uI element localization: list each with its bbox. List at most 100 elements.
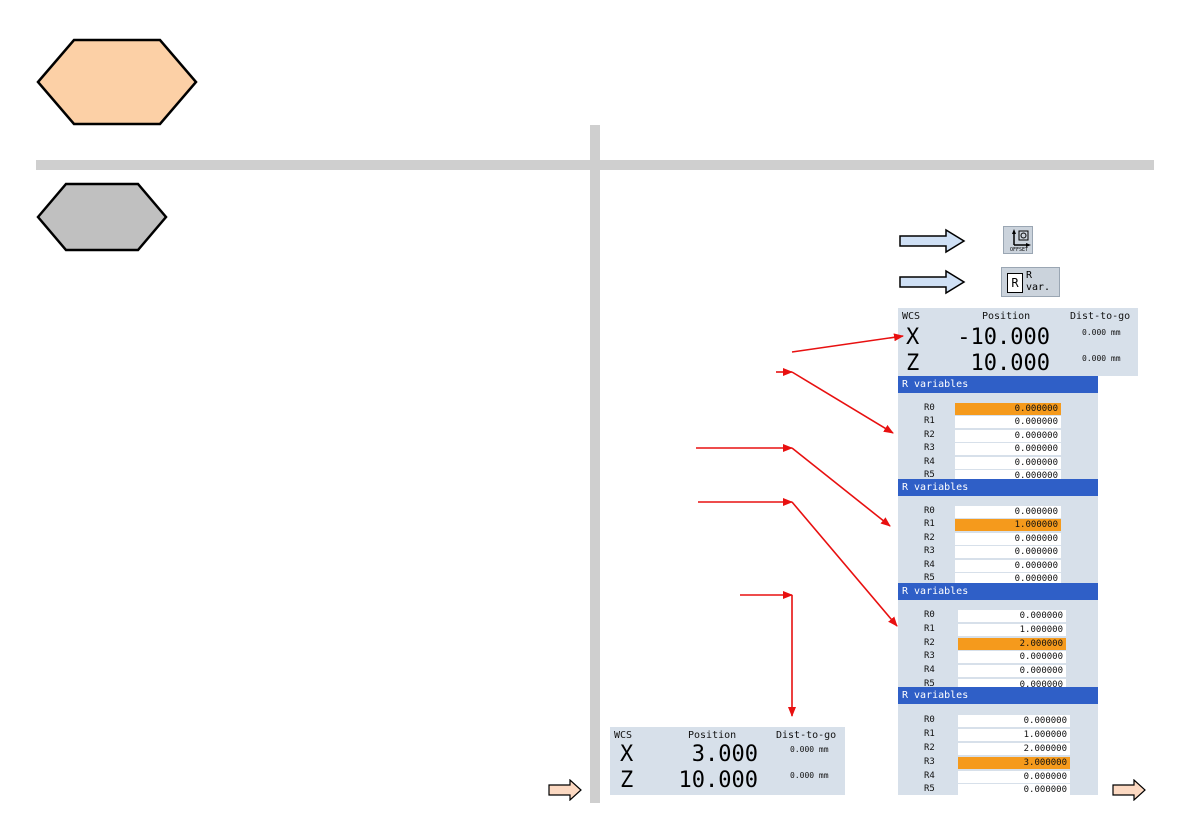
- r-variable-value[interactable]: 0.000000: [955, 560, 1061, 572]
- r-variable-row[interactable]: R4 0.000000: [898, 664, 1098, 678]
- r-variables-title: R variables: [898, 583, 1098, 600]
- r-variable-value[interactable]: 0.000000: [955, 416, 1061, 428]
- r-variable-label: R0: [924, 610, 935, 620]
- r-variable-label: R0: [924, 403, 935, 413]
- axis-label-x: X: [620, 742, 634, 767]
- r-variable-value[interactable]: 0.000000: [955, 443, 1061, 455]
- axis-label-x: X: [906, 325, 920, 350]
- r-variable-value[interactable]: 1.000000: [958, 729, 1070, 741]
- dist-to-go-header: Dist-to-go: [776, 730, 837, 741]
- r-variable-value[interactable]: 0.000000: [955, 573, 1061, 585]
- r-variable-row[interactable]: R0 0.000000: [898, 402, 1098, 416]
- r-variable-label: R5: [924, 573, 935, 583]
- r-variables-title: R variables: [898, 479, 1098, 496]
- r-variable-value[interactable]: 0.000000: [958, 771, 1070, 783]
- offset-icon: [1012, 229, 1031, 247]
- r-variable-value[interactable]: 0.000000: [955, 430, 1061, 442]
- r-variable-row[interactable]: R3 0.000000: [898, 545, 1098, 559]
- r-variable-row[interactable]: R4 0.000000: [898, 456, 1098, 470]
- dist-to-go-z: 0.000 mm: [1082, 354, 1121, 363]
- offset-button[interactable]: OFFSET: [1003, 226, 1033, 254]
- r-variable-label: R4: [924, 457, 935, 467]
- annotation-arrow-3b: [791, 501, 898, 627]
- block-arrow-offset: [899, 228, 966, 254]
- r-variable-row[interactable]: R0 0.000000: [898, 714, 1098, 728]
- r-variable-value[interactable]: 0.000000: [958, 665, 1066, 677]
- r-variables-icon: R: [1007, 273, 1023, 293]
- next-arrow-left[interactable]: [548, 779, 582, 801]
- r-variables-title: R variables: [898, 376, 1098, 393]
- r-variable-label: R3: [924, 651, 935, 661]
- r-variable-row[interactable]: R3 0.000000: [898, 650, 1098, 664]
- r-variable-value[interactable]: 2.000000: [958, 638, 1066, 650]
- r-variable-value[interactable]: 0.000000: [955, 546, 1061, 558]
- r-variable-value[interactable]: 0.000000: [955, 403, 1061, 415]
- r-variable-label: R0: [924, 715, 935, 725]
- r-variable-label: R1: [924, 416, 935, 426]
- offset-label: OFFSET: [1009, 247, 1029, 253]
- dist-to-go-header: Dist-to-go: [1070, 311, 1131, 322]
- r-variable-label: R2: [924, 430, 935, 440]
- r-variable-label: R4: [924, 771, 935, 781]
- axis-label-z: Z: [906, 351, 920, 376]
- r-variable-value[interactable]: 1.000000: [955, 519, 1061, 531]
- r-variable-value[interactable]: 3.000000: [958, 757, 1070, 769]
- position-display-bottom: WCS Position Dist-to-go X 3.000 0.000 mm…: [610, 727, 845, 795]
- rvar-label-top: R: [1026, 270, 1033, 281]
- vertical-divider: [590, 125, 600, 803]
- r-variable-row[interactable]: R5 0.000000: [898, 783, 1098, 797]
- r-variable-value[interactable]: 0.000000: [955, 533, 1061, 545]
- r-variable-label: R4: [924, 665, 935, 675]
- position-value-x: -10.000: [957, 325, 1050, 350]
- position-value-z: 10.000: [970, 351, 1050, 376]
- r-variable-row[interactable]: R2 0.000000: [898, 429, 1098, 443]
- r-variable-value[interactable]: 0.000000: [955, 457, 1061, 469]
- r-variable-label: R3: [924, 546, 935, 556]
- r-variable-value[interactable]: 0.000000: [958, 784, 1070, 796]
- position-display-top: WCS Position Dist-to-go X -10.000 0.000 …: [898, 308, 1138, 376]
- r-variable-row[interactable]: R0 0.000000: [898, 609, 1098, 623]
- r-variable-row[interactable]: R1 1.000000: [898, 518, 1098, 532]
- dist-to-go-z: 0.000 mm: [790, 771, 829, 780]
- r-variable-value[interactable]: 1.000000: [958, 624, 1066, 636]
- position-value-z: 10.000: [678, 768, 758, 793]
- hexagon-badge-bottom: [36, 182, 168, 252]
- hexagon-badge-top: [36, 38, 198, 126]
- dist-to-go-x: 0.000 mm: [790, 745, 829, 754]
- r-variable-row[interactable]: R0 0.000000: [898, 505, 1098, 519]
- block-arrow-rvar: [899, 269, 966, 295]
- r-variable-value[interactable]: 2.000000: [958, 743, 1070, 755]
- r-variable-row[interactable]: R1 1.000000: [898, 728, 1098, 742]
- r-variable-label: R1: [924, 519, 935, 529]
- r-variable-value[interactable]: 0.000000: [958, 610, 1066, 622]
- r-variable-value[interactable]: 0.000000: [955, 506, 1061, 518]
- r-variable-row[interactable]: R4 0.000000: [898, 770, 1098, 784]
- r-variable-row[interactable]: R5 0.000000: [898, 572, 1098, 586]
- position-value-x: 3.000: [691, 742, 758, 767]
- r-variable-value[interactable]: 0.000000: [958, 651, 1066, 663]
- position-header: Position: [982, 311, 1031, 322]
- r-variable-row[interactable]: R1 0.000000: [898, 415, 1098, 429]
- r-variable-value[interactable]: 0.000000: [958, 715, 1070, 727]
- r-variable-row[interactable]: R2 0.000000: [898, 532, 1098, 546]
- r-variable-label: R3: [924, 757, 935, 767]
- r-variable-label: R5: [924, 470, 935, 480]
- next-arrow-right[interactable]: [1112, 779, 1146, 801]
- r-variable-row[interactable]: R3 3.000000: [898, 756, 1098, 770]
- wcs-header: WCS: [902, 311, 921, 322]
- r-variable-label: R5: [924, 784, 935, 794]
- r-variable-label: R0: [924, 506, 935, 516]
- r-variables-button[interactable]: R R var.: [1001, 267, 1060, 297]
- r-variable-label: R1: [924, 729, 935, 739]
- r-variable-label: R2: [924, 533, 935, 543]
